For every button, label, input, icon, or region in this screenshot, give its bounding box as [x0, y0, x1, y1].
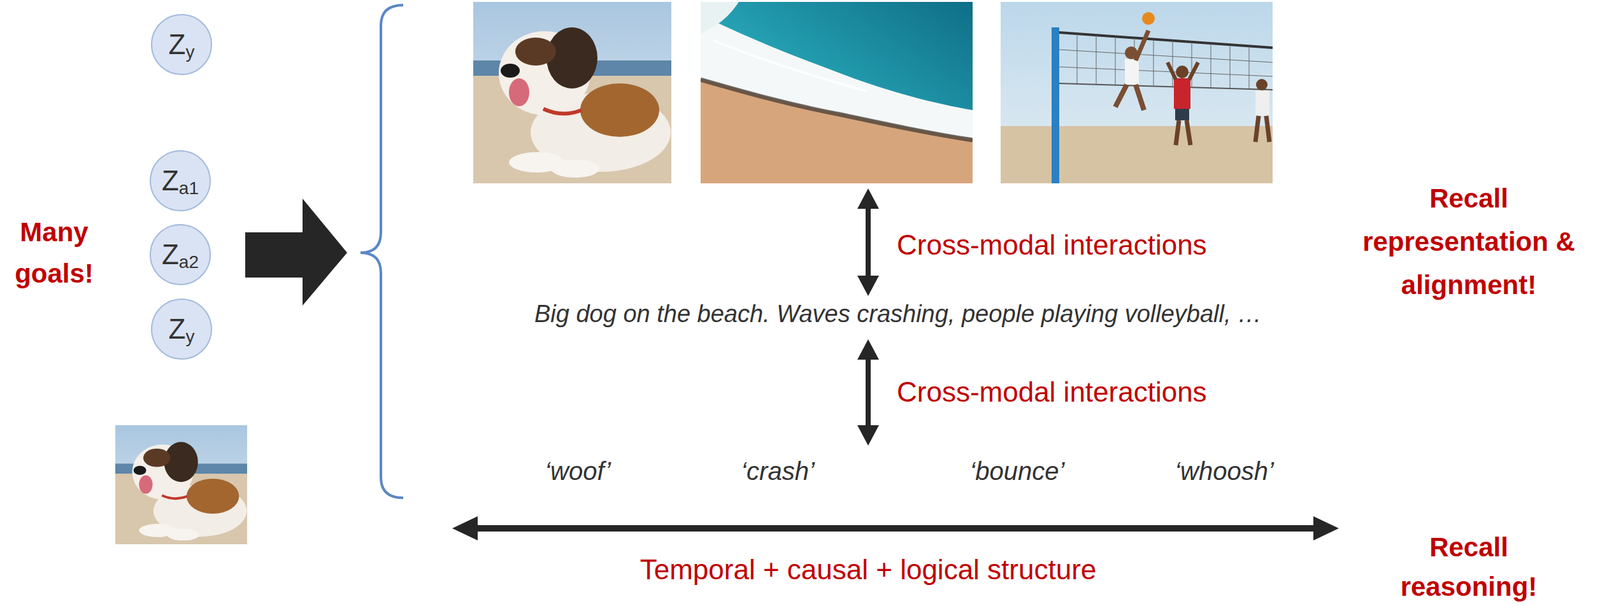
variable-symbol: Z	[161, 240, 179, 269]
timeline-arrow	[452, 516, 1339, 541]
dog-photo	[473, 1, 672, 184]
structure-label: Temporal + causal + logical structure	[549, 552, 1187, 587]
recall-note: Recall reasoning!	[1366, 528, 1571, 606]
interaction-label: Cross-modal interactions	[896, 228, 1305, 262]
variable-subscript: y	[185, 328, 195, 346]
double-arrow	[857, 339, 879, 446]
double-arrow	[857, 188, 879, 297]
variable-symbol: Z	[161, 166, 179, 195]
latent-circle: Za1	[149, 150, 211, 212]
sound-word: ‘crash’	[701, 456, 855, 487]
latent-circle: Zy	[150, 14, 213, 76]
variable-subscript: a1	[178, 179, 199, 198]
sound-word: ‘whoosh’	[1147, 456, 1301, 487]
variable-symbol: Z	[168, 315, 186, 344]
sound-word: ‘woof’	[501, 456, 655, 487]
variable-symbol: Z	[168, 30, 186, 59]
goal-note: Many goals!	[3, 211, 106, 295]
latent-circle: Zy	[150, 298, 213, 360]
waves-photo	[700, 1, 973, 184]
interaction-label: Cross-modal interactions	[896, 375, 1305, 409]
recall-note: Recall representation & alignment!	[1343, 177, 1594, 308]
volleyball-photo	[1000, 1, 1273, 184]
variable-subscript: a2	[178, 253, 199, 272]
block-arrow	[245, 198, 348, 306]
latent-circle: Za2	[149, 224, 211, 286]
dog-photo-small	[115, 425, 248, 545]
sound-word: ‘bounce’	[940, 456, 1094, 487]
caption-sentence: Big dog on the beach. Waves crashing, pe…	[401, 299, 1395, 329]
curly-bracket	[360, 5, 404, 499]
variable-subscript: y	[185, 43, 195, 62]
